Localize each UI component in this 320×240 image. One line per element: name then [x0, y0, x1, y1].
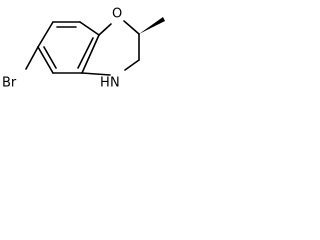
methyl-wedge-bond — [139, 17, 165, 34]
oxygen-label: O — [112, 7, 122, 22]
bond-c8a-c8 — [79, 21, 100, 36]
bond-c6-br — [25, 46, 39, 70]
bond-n-c4a — [81, 72, 111, 76]
molecule-structure: O H N Br — [2, 7, 165, 91]
nitrogen-label: N — [110, 76, 120, 91]
bond-c3-n — [124, 59, 140, 71]
bond-c7-c6 — [37, 21, 54, 48]
bond-c8a-o — [98, 23, 112, 36]
bond-c4a-c8a — [81, 34, 100, 74]
bond-o-c2 — [123, 20, 140, 35]
bromine-label: Br — [2, 76, 17, 91]
aromatic-inner-bond-right — [77, 37, 94, 69]
bond-c6-c5 — [37, 46, 54, 74]
nitrogen-h-label: H — [100, 76, 110, 91]
aromatic-inner-bond-left — [43, 46, 57, 69]
